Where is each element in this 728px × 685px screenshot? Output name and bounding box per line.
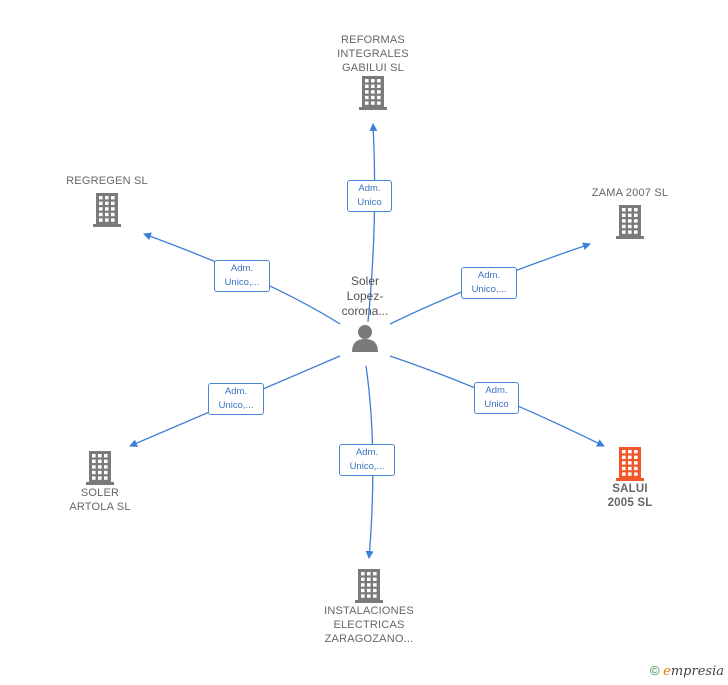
brand-logo-e: e bbox=[663, 664, 671, 679]
brand-logo-text: mpresia bbox=[670, 664, 724, 679]
person-icon bbox=[352, 325, 378, 352]
brand-footer[interactable]: © empresia bbox=[650, 663, 724, 679]
building-icon bbox=[616, 205, 644, 239]
company-label: INSTALACIONES ELECTRICAS ZARAGOZANO... bbox=[324, 605, 414, 645]
company-node-regregen[interactable]: REGREGEN SL bbox=[55, 174, 159, 228]
company-label: REFORMAS INTEGRALES GABILUI SL bbox=[337, 34, 409, 74]
center-person-label: Soler Lopez- corona... bbox=[341, 274, 389, 318]
edge-label-instalaciones[interactable]: Adm. Unico,... bbox=[339, 444, 395, 476]
company-node-instalaciones[interactable]: INSTALACIONES ELECTRICAS ZARAGOZANO... bbox=[309, 568, 429, 646]
company-node-reformas[interactable]: REFORMAS INTEGRALES GABILUI SL bbox=[320, 33, 426, 111]
edge-label-regregen[interactable]: Adm. Unico,... bbox=[214, 260, 270, 292]
building-icon bbox=[355, 569, 383, 603]
company-node-zama[interactable]: ZAMA 2007 SL bbox=[580, 186, 680, 240]
copyright-icon: © bbox=[649, 663, 660, 678]
company-label: REGREGEN SL bbox=[66, 175, 148, 187]
edge-label-salui[interactable]: Adm. Unico bbox=[474, 382, 519, 414]
company-node-soler[interactable]: SOLER ARTOLA SL bbox=[55, 450, 145, 514]
center-person[interactable]: Soler Lopez- corona... bbox=[320, 274, 410, 353]
company-node-salui[interactable]: SALUI 2005 SL bbox=[590, 446, 670, 510]
edge-label-soler[interactable]: Adm. Unico,... bbox=[208, 383, 264, 415]
building-icon bbox=[616, 447, 644, 481]
building-icon bbox=[359, 76, 387, 110]
company-label: ZAMA 2007 SL bbox=[591, 187, 669, 199]
company-label: SALUI 2005 SL bbox=[607, 483, 653, 509]
company-label: SOLER ARTOLA SL bbox=[69, 487, 131, 513]
building-icon bbox=[86, 451, 114, 485]
edge-label-zama[interactable]: Adm. Unico,... bbox=[461, 267, 517, 299]
building-icon bbox=[93, 193, 121, 227]
edge-label-reformas[interactable]: Adm. Unico bbox=[347, 180, 392, 212]
edge-line-reformas bbox=[367, 123, 378, 323]
